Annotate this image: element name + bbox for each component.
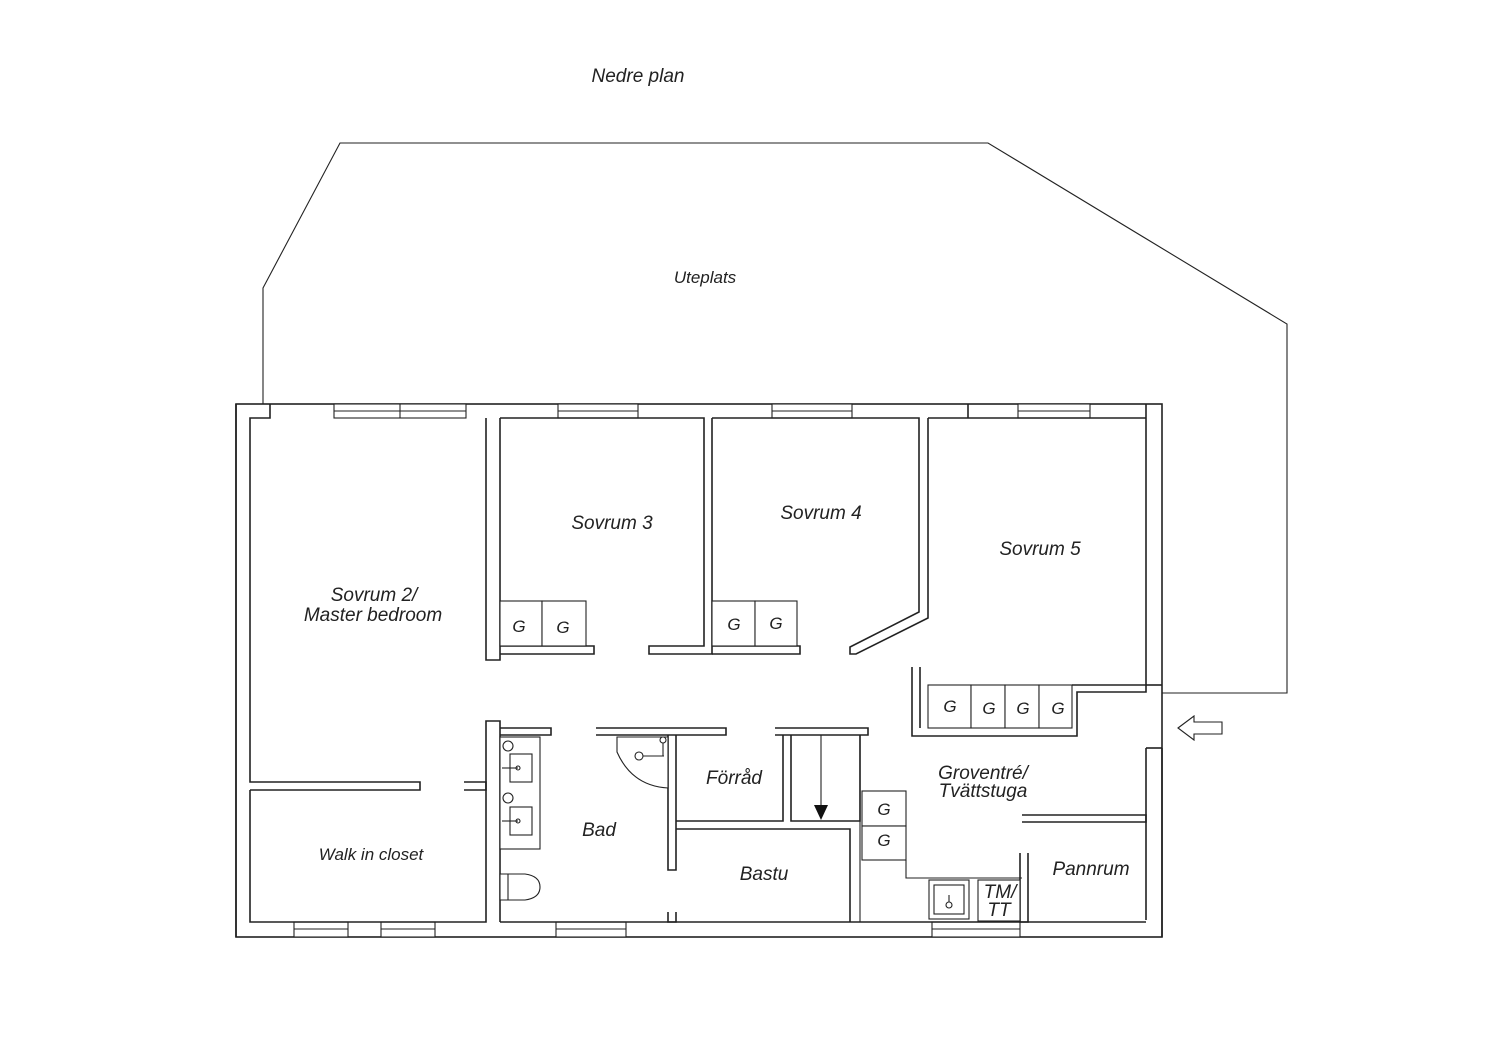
wardrobe-labels: G G G G G G G G G G bbox=[512, 614, 1064, 850]
wardrobe bbox=[861, 790, 907, 827]
wardrobe bbox=[970, 684, 1006, 729]
sink-icon bbox=[499, 736, 541, 850]
wardrobe-label: G bbox=[556, 618, 569, 637]
outer-walls bbox=[235, 403, 1163, 938]
wardrobe-label: G bbox=[727, 615, 740, 634]
windows-top bbox=[333, 403, 1091, 419]
wardrobe-label: G bbox=[982, 699, 995, 718]
wardrobe bbox=[1004, 684, 1040, 729]
patio-outline bbox=[262, 142, 1288, 694]
entrance-arrow-icon bbox=[1177, 714, 1223, 742]
room-label-walk-in-closet: Walk in closet bbox=[319, 845, 425, 864]
room-label-sovrum4: Sovrum 4 bbox=[780, 503, 861, 524]
room-label-sovrum2: Sovrum 2/ bbox=[331, 585, 419, 606]
wardrobe bbox=[1038, 684, 1073, 729]
stair-down-arrow-icon bbox=[814, 735, 828, 820]
room-label-tvattstuga: Tvättstuga bbox=[939, 781, 1028, 802]
wardrobe bbox=[861, 825, 907, 861]
plan-title: Nedre plan bbox=[592, 66, 685, 87]
wardrobe bbox=[927, 684, 972, 729]
toilet-icon bbox=[499, 873, 541, 901]
wardrobe bbox=[711, 600, 756, 647]
wardrobe-label: G bbox=[769, 614, 782, 633]
room-label-sovrum3: Sovrum 3 bbox=[571, 513, 653, 534]
wardrobe-label: G bbox=[877, 800, 890, 819]
wardrobe-label: G bbox=[877, 831, 890, 850]
wardrobe-label: G bbox=[512, 617, 525, 636]
label-tt: TT bbox=[987, 900, 1012, 921]
wardrobe-label: G bbox=[1016, 699, 1029, 718]
room-label-uteplats: Uteplats bbox=[674, 268, 737, 287]
laundry-sink-icon bbox=[928, 879, 970, 920]
room-label-bastu: Bastu bbox=[740, 864, 789, 885]
wardrobe-label: G bbox=[1051, 699, 1064, 718]
room-label-groventre: Groventré/ bbox=[938, 763, 1029, 784]
label-tm: TM/ bbox=[984, 882, 1018, 903]
room-label-bad: Bad bbox=[582, 820, 617, 841]
wardrobe bbox=[541, 600, 587, 647]
tmtt-box bbox=[977, 879, 1021, 922]
room-label-pannrum: Pannrum bbox=[1052, 859, 1129, 880]
room-label-master-bedroom: Master bedroom bbox=[304, 605, 442, 626]
windows-bottom bbox=[293, 921, 1021, 938]
room-label-forrad: Förråd bbox=[706, 768, 763, 789]
room-label-sovrum5: Sovrum 5 bbox=[999, 539, 1081, 560]
wardrobe-label: G bbox=[943, 697, 956, 716]
wardrobe bbox=[499, 600, 543, 647]
wardrobe bbox=[754, 600, 798, 647]
wardrobes bbox=[499, 600, 1073, 861]
shower-icon bbox=[616, 736, 669, 789]
